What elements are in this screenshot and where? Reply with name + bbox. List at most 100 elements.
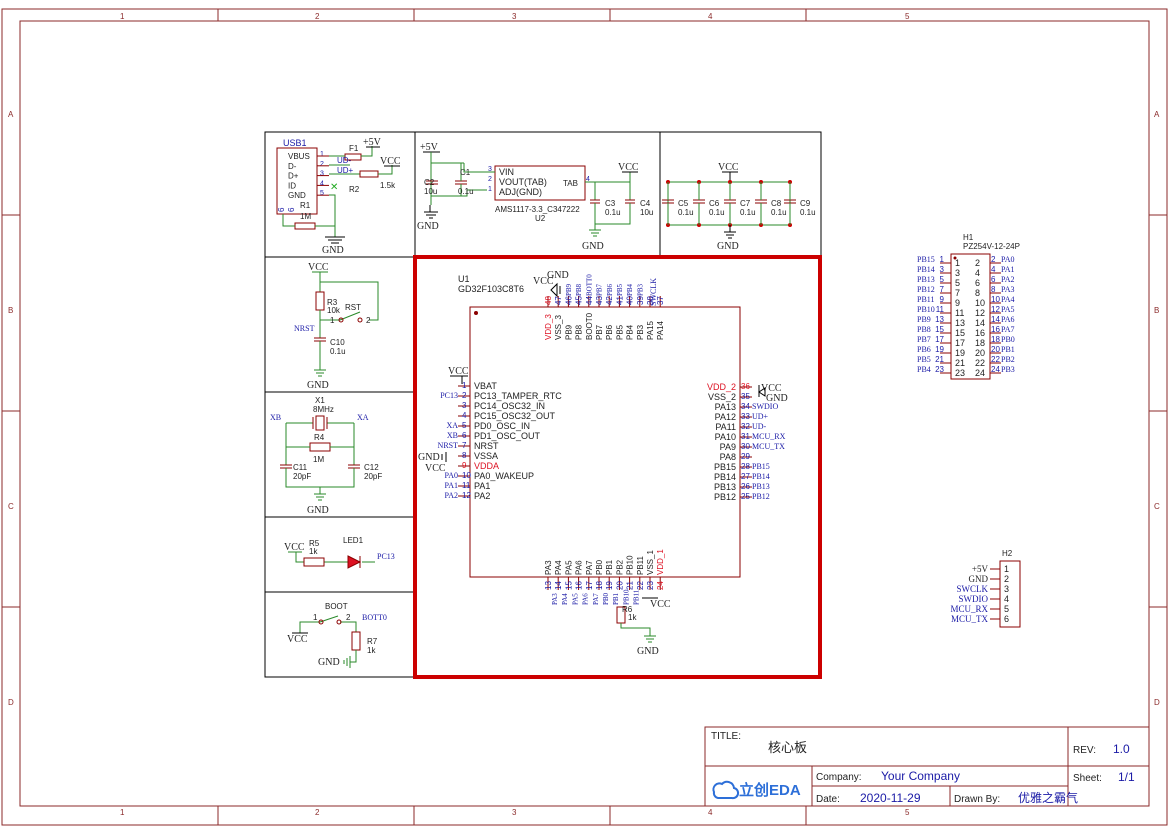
r2-label: R2 bbox=[349, 185, 360, 194]
usb-pin-num: 5 bbox=[320, 190, 324, 197]
mcu-top-pin-name: PB5 bbox=[615, 324, 624, 340]
h1-right-pin-num: 12 bbox=[991, 305, 1000, 314]
h2-net: SWCLK bbox=[957, 584, 989, 594]
h1-right-pin-num: 16 bbox=[991, 325, 1000, 334]
ldo-pin-vin: VIN bbox=[499, 167, 514, 177]
mcu-bottom-pin-name: VDD_1 bbox=[656, 549, 665, 575]
ldo-pin-num: 3 bbox=[488, 166, 492, 173]
boot-pin-num: 1 bbox=[313, 613, 318, 622]
mcu-bottom-pin-name: PA3 bbox=[544, 560, 553, 575]
mcu-right-pin-num: 32 bbox=[741, 422, 750, 431]
mcu-right-pin-num: 36 bbox=[741, 382, 750, 391]
title-block: TITLE: 核心板 REV: 1.0 Company: Your Compan… bbox=[704, 726, 1150, 807]
decap-label: C9 bbox=[800, 199, 811, 208]
mcu-bottom-pin-name: PA4 bbox=[554, 560, 563, 575]
h1-left-pin-num: 1 bbox=[940, 255, 945, 264]
mcu-top-pin-num: 44 bbox=[585, 296, 594, 305]
h1-left-label: 3 bbox=[955, 268, 960, 278]
mcu-bottom-pin-num: 19 bbox=[605, 581, 614, 590]
sheet-label: Sheet: bbox=[1073, 773, 1102, 784]
h2-pin-num: 2 bbox=[1004, 574, 1009, 584]
mcu-top-net: BOTT0 bbox=[585, 274, 593, 296]
mcu-left-net: NRST bbox=[438, 441, 459, 450]
h1-left-label: 1 bbox=[955, 258, 960, 268]
mcu-right-net: SWDIO bbox=[752, 402, 778, 411]
frame-col-label: 4 bbox=[708, 12, 713, 21]
x1-freq: 8MHz bbox=[313, 405, 334, 414]
mcu-bottom-pin-num: 17 bbox=[585, 581, 594, 590]
sheet-value: 1/1 bbox=[1118, 770, 1135, 784]
usb-pin-name: GND bbox=[288, 191, 306, 200]
mcu-bottom-pin-name: PB1 bbox=[605, 559, 614, 575]
frame-row-label: A bbox=[1154, 110, 1160, 119]
mcu-left-pin-name: VSSA bbox=[474, 451, 498, 461]
ldo-ref: U2 bbox=[535, 214, 546, 223]
ground-symbol bbox=[325, 236, 345, 244]
net-bott0: BOTT0 bbox=[362, 613, 387, 622]
h1-right-label: 8 bbox=[975, 288, 980, 298]
h1-right-net: PA7 bbox=[1001, 325, 1015, 334]
mcu-left-pin-name: PC15_OSC32_OUT bbox=[474, 411, 556, 421]
resistor-r7 bbox=[351, 631, 361, 651]
h1-left-net: PB7 bbox=[917, 335, 931, 344]
mcu-left-net: XA bbox=[446, 421, 458, 430]
ldo-pin-num: 2 bbox=[488, 176, 492, 183]
reset-section: VCC R3 10k RST 1 2 NRST C10 0.1u GND bbox=[264, 256, 416, 393]
net-gnd-reset: GND bbox=[307, 380, 329, 391]
mcu-right-pin-name: PB13 bbox=[714, 482, 736, 492]
h1-right-label: 22 bbox=[975, 358, 985, 368]
h2-pin-num: 1 bbox=[1004, 564, 1009, 574]
mcu-right-net: MCU_TX bbox=[752, 442, 785, 451]
cloud-logo-icon bbox=[712, 780, 740, 800]
h1-right-pin-num: 4 bbox=[991, 265, 996, 274]
frame-row-label: D bbox=[1154, 698, 1160, 707]
net-vcc2-mcu-left: VCC bbox=[425, 463, 446, 474]
mcu-bottom-net: PB0 bbox=[602, 592, 610, 605]
mcu-bottom-pin-num: 24 bbox=[656, 581, 665, 590]
fuse-f1 bbox=[344, 153, 362, 161]
rev-label: REV: bbox=[1073, 745, 1096, 756]
h1-left-label: 23 bbox=[955, 368, 965, 378]
h1-right-net: PA5 bbox=[1001, 305, 1015, 314]
mcu-left-pin-num: 3 bbox=[462, 401, 467, 410]
mcu-right-pin-num: 34 bbox=[741, 402, 750, 411]
company-value: Your Company bbox=[881, 769, 960, 783]
mcu-bottom-net: PB10 bbox=[622, 589, 630, 605]
r6-value: 1k bbox=[628, 613, 637, 622]
h1-left-net: PB13 bbox=[917, 275, 935, 284]
h2-net: GND bbox=[969, 574, 989, 584]
mcu-right-pin-name: PB14 bbox=[714, 472, 736, 482]
mcu-right-pin-num: 26 bbox=[741, 482, 750, 491]
mcu-bottom-net: PB11 bbox=[633, 589, 641, 605]
mcu-section: U1 GD32F103C8T6 48VDD_347VSS_346PB945PB8… bbox=[413, 255, 822, 679]
h1-left-net: PB9 bbox=[917, 315, 931, 324]
led-section: VCC R5 1k LED1 PC13 bbox=[264, 516, 416, 593]
c3-value: 0.1u bbox=[605, 208, 621, 217]
mcu-left-net: PA2 bbox=[445, 491, 459, 500]
net-gnd-mcu-bottom: GND bbox=[637, 646, 659, 657]
mcu-right-pin-num: 33 bbox=[741, 412, 750, 421]
h1-left-pin-num: 9 bbox=[940, 295, 945, 304]
mcu-bottom-pin-num: 23 bbox=[646, 581, 655, 590]
r5-value: 1k bbox=[309, 547, 318, 556]
frame-col-label: 2 bbox=[315, 808, 320, 817]
net-vcc-mcu-top: VCC bbox=[533, 276, 554, 287]
h2-net: MCU_RX bbox=[950, 604, 988, 614]
mcu-left-pin-name: PA1 bbox=[474, 481, 490, 491]
mcu-left-pin-num: 8 bbox=[462, 451, 467, 460]
h1-left-pin-num: 15 bbox=[935, 325, 944, 334]
mcu-right-net: UD- bbox=[752, 422, 767, 431]
h1-right-pin-num: 24 bbox=[991, 365, 1000, 374]
frame-col-label: 1 bbox=[120, 808, 125, 817]
ldo-part: AMS1117-3.3_C347222 bbox=[495, 205, 580, 214]
ldo-u2 bbox=[494, 165, 586, 201]
resistor-r2 bbox=[359, 170, 379, 178]
h1-left-net: PB4 bbox=[917, 365, 931, 374]
mcu-left-pin-num: 12 bbox=[462, 491, 471, 500]
h1-right-label: 10 bbox=[975, 298, 985, 308]
mcu-right-net: PB15 bbox=[752, 462, 770, 471]
c12-label: C12 bbox=[364, 463, 379, 472]
rev-value: 1.0 bbox=[1113, 742, 1130, 756]
net-gnd-ldo: GND bbox=[417, 221, 439, 232]
c4-value: 10u bbox=[640, 208, 653, 217]
